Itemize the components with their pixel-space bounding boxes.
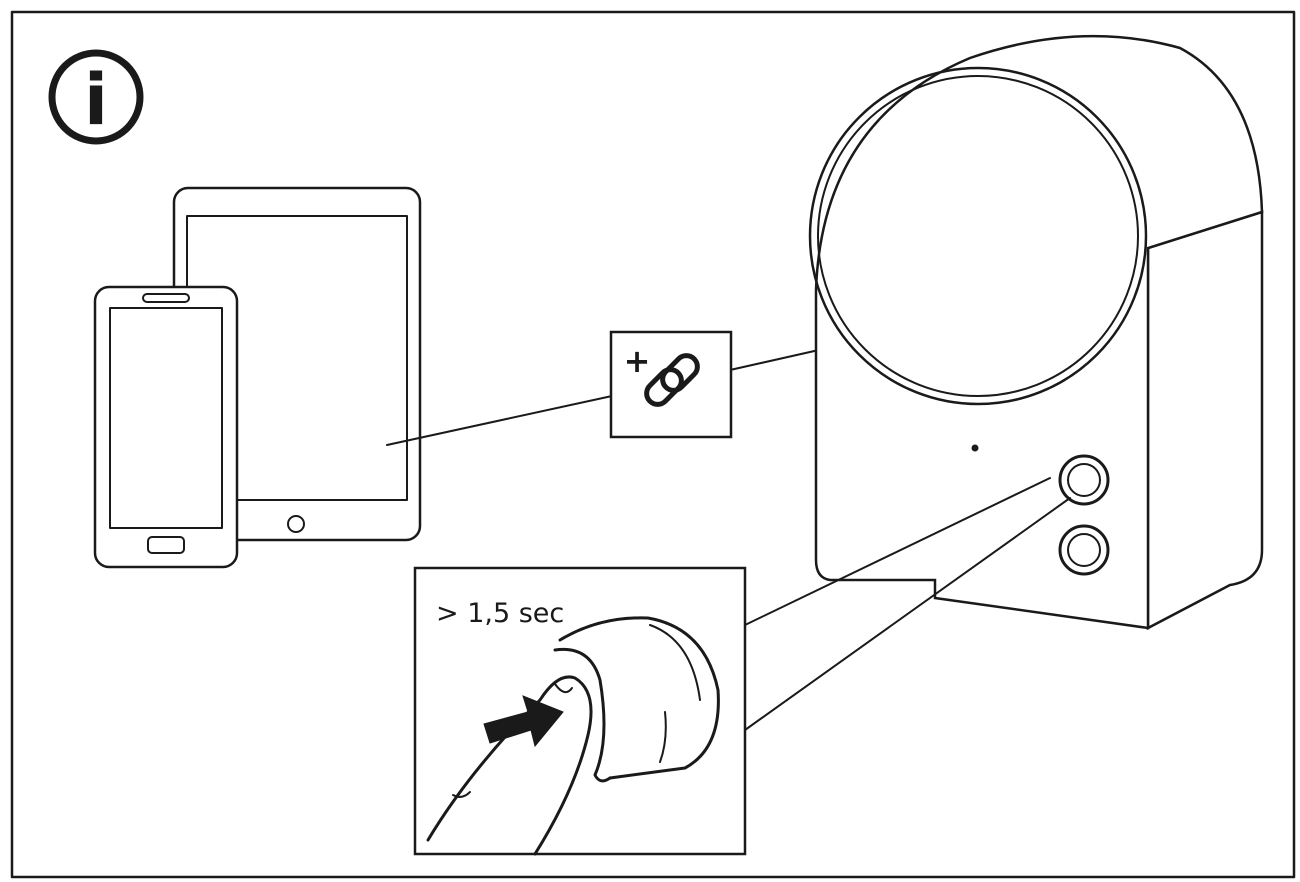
link-plus-icon: + [609,330,733,439]
speaker-device [808,34,1264,631]
tablet-to-link-line [386,395,613,446]
smartphone-device [93,285,239,569]
speaker-grille-outer [808,66,1148,406]
speaker-grille [817,75,1139,397]
callout-line-lower [744,497,1071,731]
speaker-body-front [814,34,1264,630]
smartphone-home-button [147,536,185,554]
enlarged-button [553,616,720,783]
diagram-frame [10,10,1296,879]
speaker-second-button [1058,524,1110,576]
zoom-detail-box: > 1,5 sec [413,566,747,856]
link-plus-glyph: + [624,342,651,380]
speaker-body-side [1146,210,1264,631]
info-icon-glyph: i [84,59,108,141]
push-arrow-icon [483,695,564,748]
speaker-status-led [971,444,979,452]
smartphone-speaker-slot [142,293,190,303]
tablet-home-button [287,515,305,533]
finger [426,675,593,856]
callout-line-upper [744,477,1051,626]
press-duration-label: > 1,5 sec [436,598,564,629]
speaker-pairing-button [1058,454,1110,506]
info-icon: i [48,49,144,145]
